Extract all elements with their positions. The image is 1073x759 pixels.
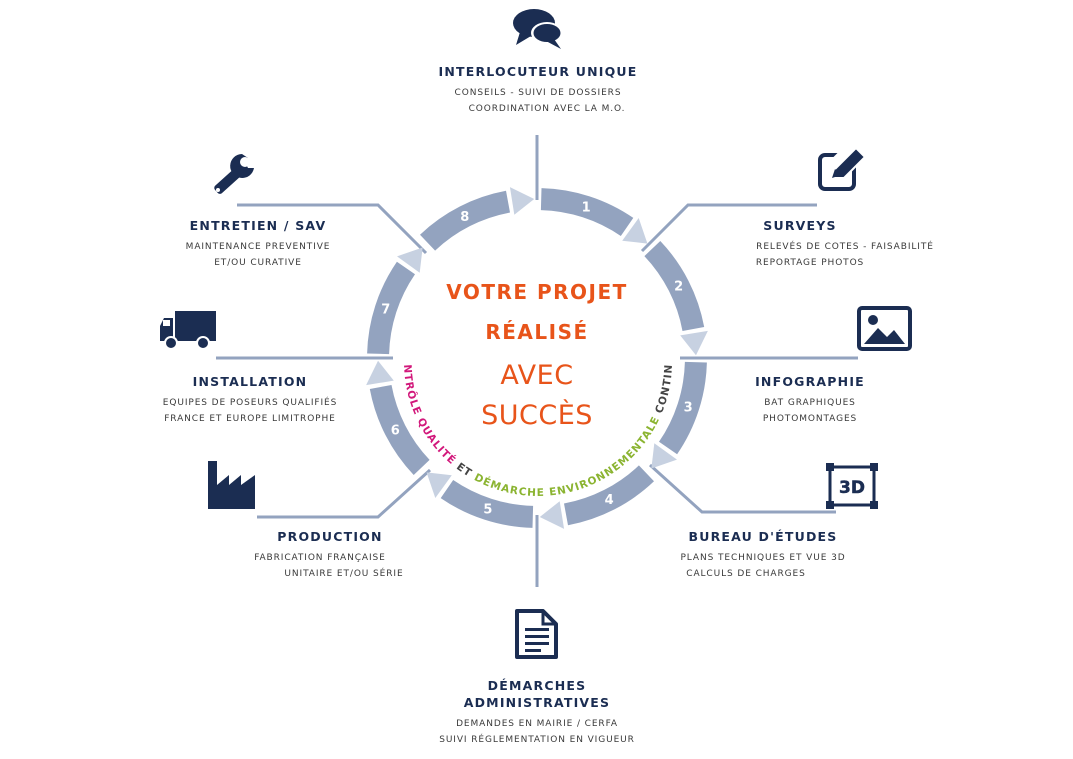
center-line-votre-projet: VOTRE PROJET <box>446 280 628 304</box>
ring-arrowhead-8 <box>509 187 535 215</box>
connector-step-2 <box>640 203 817 253</box>
picture-icon <box>857 306 912 351</box>
ring-number-3: 3 <box>684 401 693 416</box>
step-5-line-2: SUIVI RÉGLEMENTATION EN VIGUEUR <box>439 735 635 745</box>
step-7-title: INSTALLATION <box>192 374 308 389</box>
step-1-block: INTERLOCUTEUR UNIQUE CONSEILS - SUIVI DE… <box>408 63 668 117</box>
step-4-line-1: PLANS TECHNIQUES ET VUE 3D <box>680 553 846 563</box>
step-8-title: ENTRETIEN / SAV <box>189 218 327 233</box>
ring-number-7: 7 <box>381 302 390 317</box>
ring-arrowhead-3 <box>651 443 677 469</box>
step-1-title: INTERLOCUTEUR UNIQUE <box>438 64 638 79</box>
ring-segment-7 <box>367 261 415 355</box>
center-line-succes: SUCCÈS <box>481 400 593 431</box>
process-ring: 1 2 3 4 5 6 7 8 <box>366 187 708 529</box>
ring-arrowhead-7 <box>397 247 423 273</box>
step-2-block: SURVEYS RELEVÉS DE COTES - FAISABILITÉ R… <box>700 217 960 271</box>
step-6-line-1: FABRICATION FRANÇAISE <box>254 553 386 563</box>
step-3-line-2: PHOTOMONTAGES <box>762 414 858 424</box>
step-2-line-2: REPORTAGE PHOTOS <box>755 258 865 268</box>
step-4-line-2: CALCULS DE CHARGES <box>686 569 806 579</box>
step-8-line-2: ET/OU CURATIVE <box>214 258 302 268</box>
step-7-line-2: FRANCE ET EUROPE LIMITROPHE <box>164 414 336 424</box>
ring-number-1: 1 <box>582 200 591 215</box>
connector-step-4 <box>648 463 836 514</box>
ring-arrowhead-6 <box>366 360 394 386</box>
step-5-block: DÉMARCHES ADMINISTRATIVES DEMANDES EN MA… <box>407 677 667 748</box>
connector-step-6 <box>257 468 432 519</box>
step-5-title-line-1: DÉMARCHES <box>487 678 587 693</box>
connector-step-8 <box>237 203 428 255</box>
step-4-title: BUREAU D'ÉTUDES <box>688 529 838 544</box>
step-5-line-1: DEMANDES EN MAIRIE / CERFA <box>456 719 618 729</box>
step-7-block: INSTALLATION EQUIPES DE POSEURS QUALIFIÉ… <box>120 373 380 427</box>
center-slogan: VOTRE PROJET RÉALISÉ AVEC SUCCÈS <box>417 278 657 436</box>
step-3-title: INFOGRAPHIE <box>755 374 865 389</box>
ring-segment-8 <box>420 190 510 251</box>
3d-cube-icon: 3D <box>826 463 878 509</box>
step-8-line-1: MAINTENANCE PREVENTIVE <box>185 242 331 252</box>
step-2-title: SURVEYS <box>763 218 837 233</box>
ring-segment-4 <box>564 465 654 526</box>
ring-number-2: 2 <box>674 279 683 294</box>
pencil-edit-icon <box>818 142 867 191</box>
document-icon <box>515 609 558 659</box>
ring-number-8: 8 <box>460 210 469 225</box>
ring-arrowhead-5 <box>426 472 452 498</box>
step-4-block: BUREAU D'ÉTUDES PLANS TECHNIQUES ET VUE … <box>633 528 893 582</box>
ring-arrowhead-2 <box>680 330 708 356</box>
step-6-line-2: UNITAIRE ET/OU SÉRIE <box>284 569 404 579</box>
center-line-avec: AVEC <box>500 360 574 391</box>
ring-segment-5 <box>440 480 534 528</box>
ring-number-5: 5 <box>483 503 492 518</box>
3d-cube-label: 3D <box>839 478 865 498</box>
ring-arrowhead-4 <box>539 501 565 529</box>
speech-bubbles-icon <box>513 9 563 49</box>
step-1-line-2: COORDINATION AVEC LA M.O. <box>468 104 626 114</box>
step-6-block: PRODUCTION FABRICATION FRANÇAISE UNITAIR… <box>200 528 460 582</box>
center-line-realise: RÉALISÉ <box>485 320 589 344</box>
connector-lines <box>216 135 858 587</box>
step-1-line-1: CONSEILS - SUIVI DE DOSSIERS <box>454 88 622 98</box>
ring-arrowhead-1 <box>622 218 648 244</box>
ring-segment-1 <box>540 188 634 236</box>
ring-segment-3 <box>659 361 707 455</box>
factory-icon <box>208 461 255 509</box>
step-3-block: INFOGRAPHIE BAT GRAPHIQUES PHOTOMONTAGES <box>680 373 940 427</box>
ring-number-4: 4 <box>605 493 614 508</box>
step-5-title-line-2: ADMINISTRATIVES <box>463 695 611 710</box>
wrench-icon <box>214 154 254 194</box>
step-7-line-1: EQUIPES DE POSEURS QUALIFIÉS <box>162 398 338 408</box>
step-6-title: PRODUCTION <box>277 529 383 544</box>
step-2-line-1: RELEVÉS DE COTES - FAISABILITÉ <box>756 242 934 252</box>
step-8-block: ENTRETIEN / SAV MAINTENANCE PREVENTIVE E… <box>128 217 388 271</box>
ring-segment-2 <box>644 241 705 331</box>
ring-number-6: 6 <box>391 424 400 439</box>
ring-segment-6 <box>369 385 430 475</box>
step-3-line-1: BAT GRAPHIQUES <box>764 398 856 408</box>
truck-icon <box>160 311 216 350</box>
